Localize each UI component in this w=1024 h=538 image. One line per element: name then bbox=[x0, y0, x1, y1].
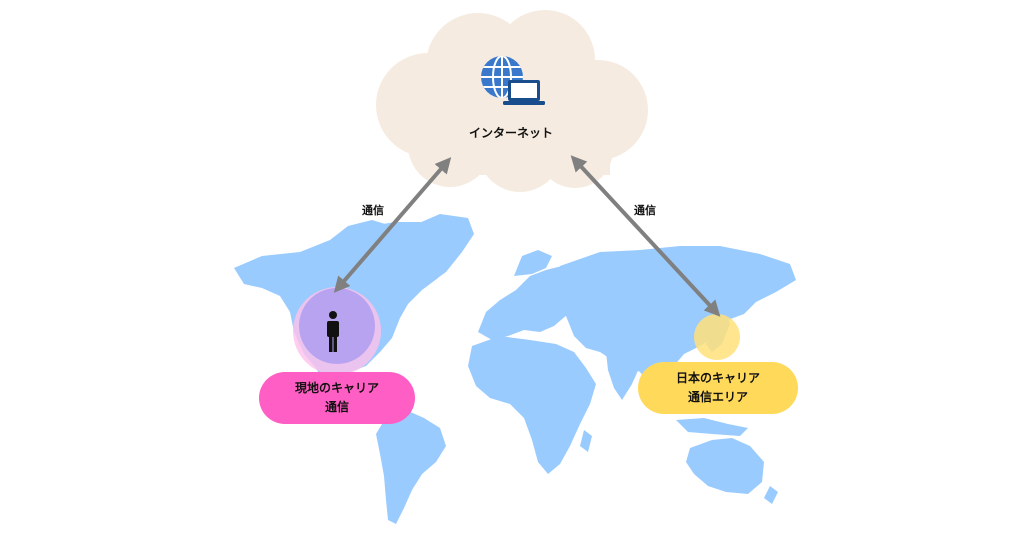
japan-carrier-badge: 日本のキャリア 通信エリア bbox=[638, 362, 798, 414]
arrow-local-internet bbox=[333, 157, 452, 293]
local-carrier-line1: 現地のキャリア bbox=[294, 381, 379, 395]
japan-carrier-line1: 日本のキャリア bbox=[675, 371, 760, 385]
africa bbox=[468, 336, 596, 474]
local-carrier-line2: 通信 bbox=[324, 400, 349, 414]
madagascar bbox=[580, 430, 592, 452]
internet-cloud bbox=[376, 10, 648, 192]
new-zealand bbox=[764, 486, 778, 504]
local-carrier-badge: 現地のキャリア 通信 bbox=[259, 372, 415, 424]
connection-label-left: 通信 bbox=[362, 204, 384, 217]
connection-label-right: 通信 bbox=[634, 204, 656, 217]
india bbox=[606, 352, 640, 400]
person-icon bbox=[327, 311, 339, 352]
japan-carrier-zone bbox=[694, 314, 740, 360]
japan-carrier-line2: 通信エリア bbox=[687, 390, 748, 404]
scandinavia bbox=[514, 250, 552, 276]
south-america bbox=[376, 410, 446, 524]
cloud-label: インターネット bbox=[469, 126, 554, 140]
laptop-icon bbox=[503, 80, 545, 105]
europe bbox=[478, 264, 584, 340]
indonesia bbox=[676, 418, 748, 436]
arrow-japan-internet bbox=[570, 155, 721, 317]
globe-icon bbox=[481, 56, 523, 98]
australia bbox=[686, 438, 764, 494]
